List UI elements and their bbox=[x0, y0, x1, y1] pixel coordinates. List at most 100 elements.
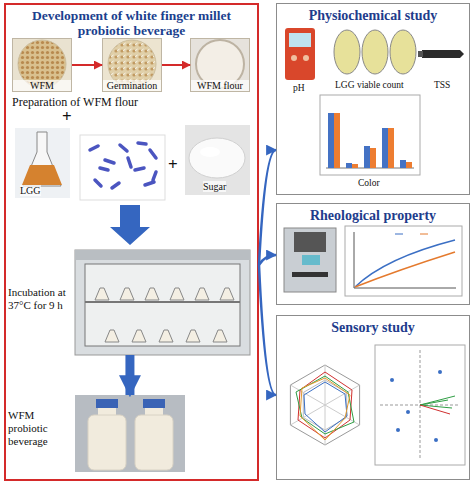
node-text: Physiochemical study bbox=[277, 8, 469, 24]
petri-dishes-part bbox=[362, 30, 388, 74]
radar-chart-part bbox=[290, 365, 359, 445]
color-bar-chart-part bbox=[382, 128, 388, 168]
photo-box: WFM bbox=[12, 38, 72, 92]
sugar-photo-part bbox=[185, 125, 250, 195]
pca-biplot-part bbox=[438, 370, 442, 374]
process-panel: Development of white finger millet probi… bbox=[4, 3, 259, 481]
rheometer-photo-part bbox=[294, 232, 326, 252]
flow-arrow bbox=[259, 255, 276, 265]
test-label: pH bbox=[293, 83, 305, 94]
flour-photo bbox=[190, 38, 250, 92]
color-bar-chart-part bbox=[400, 160, 406, 168]
ph-meter-part bbox=[285, 28, 315, 80]
radar-chart bbox=[290, 365, 359, 445]
incubator-photo-part bbox=[85, 301, 240, 303]
bacteria-micrograph-part-part bbox=[135, 168, 144, 170]
color-bar-chart-part bbox=[328, 113, 334, 168]
incubator-photo-part bbox=[75, 250, 250, 260]
color-bar-chart-part bbox=[406, 162, 412, 168]
color-bar-chart-part bbox=[320, 95, 420, 175]
color-bar-chart-part bbox=[364, 146, 370, 168]
ph-meter bbox=[285, 28, 315, 80]
pca-biplot-part bbox=[390, 378, 394, 382]
radar-chart-part bbox=[300, 378, 350, 440]
rheometer-photo-part bbox=[302, 255, 320, 265]
radar-chart-part bbox=[304, 382, 347, 432]
rheometer-photo-part bbox=[292, 272, 328, 277]
bacteria-micrograph-part-part bbox=[153, 172, 156, 180]
incubator-photo-part-part bbox=[159, 330, 173, 342]
rheometer-photo-part bbox=[284, 228, 336, 292]
node-text: WFM flour bbox=[191, 80, 249, 91]
wfm-grain-photo-part bbox=[12, 38, 72, 92]
color-bar-chart-part bbox=[334, 113, 340, 168]
bacteria-micrograph-part-part bbox=[150, 150, 156, 158]
bacteria-micrograph-part-part bbox=[90, 146, 98, 150]
germination-photo bbox=[102, 38, 162, 92]
ph-meter-part bbox=[291, 55, 297, 61]
bacteria-micrograph-part-part bbox=[145, 182, 154, 185]
process-arrow bbox=[110, 205, 150, 245]
flask-photo-part bbox=[15, 128, 70, 198]
color-bar-chart-part bbox=[388, 128, 394, 168]
rheometer-photo bbox=[284, 228, 336, 292]
bacteria-micrograph-part-part bbox=[112, 183, 119, 188]
incubator-photo-part-part bbox=[145, 288, 159, 300]
flow-curve-chart-part bbox=[395, 234, 403, 235]
incubator-photo-part-part bbox=[186, 330, 200, 342]
incubator-photo-part-part bbox=[95, 288, 109, 300]
bacteria-micrograph-part-part bbox=[138, 143, 146, 144]
beverage-photo-part bbox=[143, 399, 165, 408]
color-bar-chart-part bbox=[352, 164, 358, 168]
germination-photo-part bbox=[102, 38, 162, 92]
flow-arrow bbox=[72, 64, 102, 66]
flow-curve-chart bbox=[345, 226, 462, 296]
refractometer bbox=[418, 50, 464, 58]
study-box: Sensory study bbox=[276, 315, 470, 480]
plus-sign: + bbox=[168, 156, 178, 173]
bacteria-micrograph-part-part bbox=[128, 158, 131, 167]
petri-dishes-part bbox=[334, 30, 360, 74]
ph-meter-part bbox=[289, 33, 311, 47]
ingredient-label: Sugar bbox=[203, 181, 226, 192]
radar-chart-part bbox=[298, 372, 352, 438]
photo-box: Germination bbox=[102, 38, 162, 92]
node-text: Sensory study bbox=[277, 320, 469, 336]
node-text: WFM bbox=[13, 80, 71, 91]
step-label: Preparation of WFM flour bbox=[12, 95, 138, 109]
flow-curve-chart-part bbox=[355, 252, 455, 287]
beverage-photo bbox=[75, 395, 185, 472]
incubator-photo-part bbox=[85, 264, 240, 346]
color-bar-chart-part bbox=[346, 163, 352, 168]
bacteria-micrograph-part bbox=[80, 135, 165, 200]
bacteria-micrograph-part-part bbox=[100, 168, 108, 170]
pca-biplot-part bbox=[434, 438, 438, 442]
flow-curve-chart-part bbox=[355, 240, 455, 287]
incubator-photo-part-part bbox=[105, 330, 119, 342]
incubator-photo-part-part bbox=[170, 288, 184, 300]
flask-photo-part bbox=[23, 132, 61, 186]
beverage-photo-part bbox=[96, 399, 118, 408]
sugar-photo bbox=[185, 125, 250, 195]
incubator-photo-part bbox=[95, 288, 234, 342]
bacteria-micrograph-part-part bbox=[105, 160, 114, 163]
ingredient-label: LGG bbox=[20, 185, 41, 196]
bacteria-micrograph-part-part bbox=[120, 145, 127, 151]
bacteria-micrograph bbox=[80, 135, 165, 200]
node-text: Germination bbox=[103, 80, 161, 91]
pca-biplot-part bbox=[396, 428, 400, 432]
flour-photo-part bbox=[190, 38, 250, 92]
incubator-photo-part bbox=[75, 250, 250, 355]
flow-arrow bbox=[162, 64, 190, 66]
flow-arrow bbox=[259, 265, 276, 395]
pca-biplot-part bbox=[375, 345, 465, 465]
test-label: LGG viable count bbox=[335, 80, 404, 91]
bacteria-micrograph-part-part bbox=[95, 180, 101, 186]
flow-arrow bbox=[259, 150, 276, 265]
beverage-photo-part bbox=[135, 415, 173, 470]
product-step: WFM probiotic beverage bbox=[8, 395, 190, 472]
petri-dishes-part bbox=[390, 30, 416, 74]
incubation-step: Incubation at 37°C for 9 h bbox=[8, 250, 250, 355]
pca-biplot-part bbox=[380, 350, 460, 460]
